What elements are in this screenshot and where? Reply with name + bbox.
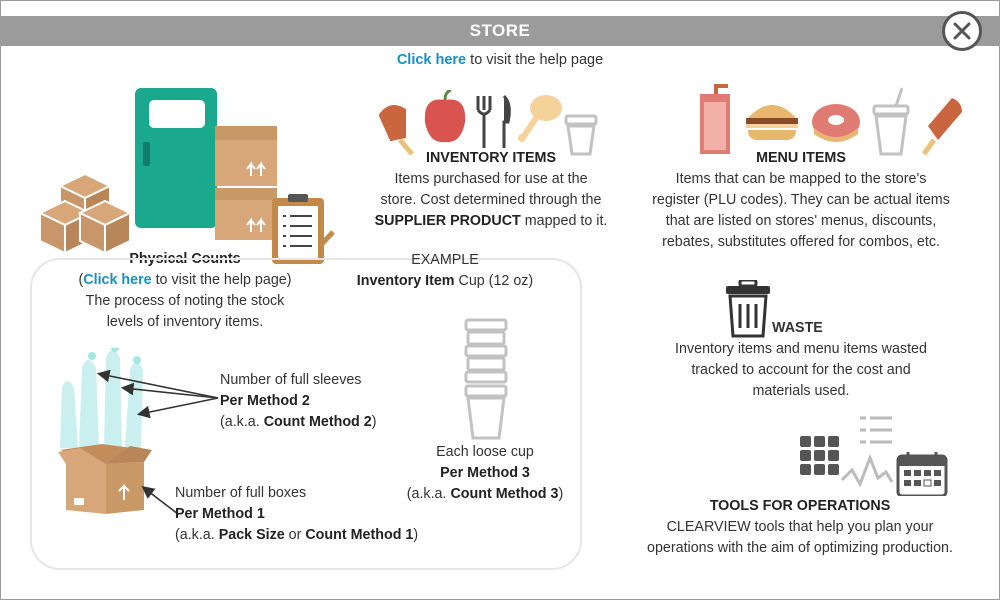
clipboard-icon — [272, 194, 335, 264]
chart-line-icon — [840, 453, 894, 488]
open-paren: ( — [78, 272, 84, 288]
menu-items-line3: that are listed on stores' menus, discou… — [665, 213, 937, 229]
aka-close: ) — [371, 414, 377, 430]
aka-mid: or — [284, 527, 306, 543]
physical-counts-line2: The process of noting the stock — [85, 293, 285, 309]
close-icon — [953, 22, 971, 40]
physical-counts-block: Physical Counts (Click here to visit the… — [50, 249, 320, 333]
box-icon — [58, 444, 152, 514]
example-item: Inventory Item Cup (12 oz) — [340, 271, 550, 292]
menu-items-line2: register (PLU codes). They can be actual… — [652, 192, 950, 208]
panel-header: STORE — [0, 16, 1000, 46]
example-block: EXAMPLE Inventory Item Cup (12 oz) — [340, 250, 550, 292]
panel-title: STORE — [469, 21, 531, 40]
physical-counts-line3: levels of inventory items. — [106, 314, 264, 330]
method2-label: Number of full sleeves Per Method 2 (a.k… — [220, 370, 376, 433]
supplier-product-label: SUPPLIER PRODUCT — [374, 213, 521, 229]
example-panel — [30, 258, 582, 570]
inventory-items-line3: SUPPLIER PRODUCT mapped to it. — [360, 211, 622, 232]
aka-bold: Count Method 3 — [450, 486, 559, 502]
method3-label: Each loose cup Per Method 3 (a.k.a. Coun… — [395, 442, 575, 505]
method3-line2: Per Method 3 — [440, 465, 530, 481]
inventory-items-line3-rest: mapped to it. — [520, 213, 608, 229]
physical-counts-help-rest: to visit the help page) — [151, 272, 292, 288]
method3-line1: Each loose cup — [436, 444, 534, 460]
tools-block: TOOLS FOR OPERATIONS CLEARVIEW tools tha… — [610, 496, 990, 559]
inventory-items-title: INVENTORY ITEMS — [425, 150, 557, 166]
method2-line1: Number of full sleeves — [220, 372, 362, 388]
apple-icon — [424, 90, 466, 143]
tools-icons — [800, 416, 948, 496]
trash-can-icon — [726, 280, 770, 338]
stacked-boxes-icon — [215, 126, 277, 240]
waste-title: WASTE — [772, 320, 823, 336]
method1-aka: (a.k.a. Pack Size or Count Method 1) — [175, 525, 418, 546]
aka-open: (a.k.a. — [220, 414, 264, 430]
physical-counts-help-link[interactable]: Click here — [83, 272, 152, 288]
waste-line3: materials used. — [752, 383, 850, 399]
inventory-items-block: INVENTORY ITEMS Items purchased for use … — [360, 148, 622, 232]
inventory-items-icons — [378, 90, 598, 156]
method2-line2: Per Method 2 — [220, 393, 310, 409]
grid-icon — [800, 436, 839, 475]
soda-cup-icon — [700, 84, 730, 154]
drink-cup-icon — [872, 87, 910, 156]
inventory-items-line1: Items purchased for use at the — [394, 171, 588, 187]
waste-line2: tracked to account for the cost and — [691, 362, 911, 378]
method1-label: Number of full boxes Per Method 1 (a.k.a… — [175, 483, 418, 546]
tools-line1: CLEARVIEW tools that help you plan your — [666, 519, 934, 535]
menu-items-line4: rebates, substitutes offered for combos,… — [662, 234, 940, 250]
donut-icon — [812, 104, 860, 142]
example-item-label: Inventory Item — [356, 273, 455, 289]
menu-items-icons — [700, 84, 962, 156]
menu-items-title: MENU ITEMS — [756, 150, 846, 166]
aka-open: (a.k.a. — [406, 486, 451, 502]
popsicle-icon — [921, 98, 962, 156]
method2-aka: (a.k.a. Count Method 2) — [220, 412, 376, 433]
stacked-cups-icon — [464, 318, 508, 440]
calendar-icon — [896, 452, 948, 496]
menu-items-block: MENU ITEMS Items that can be mapped to t… — [626, 148, 976, 253]
physical-counts-help: (Click here to visit the help page) — [50, 270, 320, 291]
arrow-icon — [96, 370, 219, 515]
help-line-text: to visit the help page — [466, 52, 604, 68]
cubes-icon — [40, 172, 133, 255]
burger-icon — [746, 105, 798, 140]
tools-title: TOOLS FOR OPERATIONS — [709, 498, 891, 514]
method1-line1: Number of full boxes — [175, 485, 307, 501]
aka-bold-2: Count Method 1 — [305, 527, 414, 543]
fridge-icon — [135, 88, 217, 228]
waste-line1: Inventory items and menu items wasted — [675, 341, 927, 357]
help-page-link[interactable]: Click here — [396, 52, 467, 68]
chicken-leg-icon — [518, 95, 562, 142]
menu-items-line1: Items that can be mapped to the store's — [675, 171, 927, 187]
method1-line2: Per Method 1 — [175, 506, 265, 522]
close-button[interactable] — [942, 11, 982, 51]
aka-open: (a.k.a. — [175, 527, 219, 543]
fork-knife-icon — [476, 94, 511, 148]
inventory-items-line2: store. Cost determined through the — [380, 192, 602, 208]
physical-count-illustration — [40, 88, 335, 264]
tools-line2: operations with the aim of optimizing pr… — [647, 540, 953, 556]
method3-aka: (a.k.a. Count Method 3) — [395, 484, 575, 505]
count-arrows — [96, 370, 219, 515]
example-label: EXAMPLE — [411, 252, 479, 268]
example-item-name: Cup (12 oz) — [454, 273, 534, 289]
waste-block: Inventory items and menu items wasted tr… — [626, 339, 976, 402]
popsicle-icon — [378, 105, 414, 156]
aka-close: ) — [558, 486, 564, 502]
cup-icon — [564, 114, 598, 156]
help-line: Click here to visit the help page — [0, 52, 1000, 68]
list-icon — [860, 416, 892, 444]
aka-close: ) — [413, 527, 419, 543]
aka-bold: Count Method 2 — [263, 414, 372, 430]
aka-bold-1: Pack Size — [218, 527, 285, 543]
